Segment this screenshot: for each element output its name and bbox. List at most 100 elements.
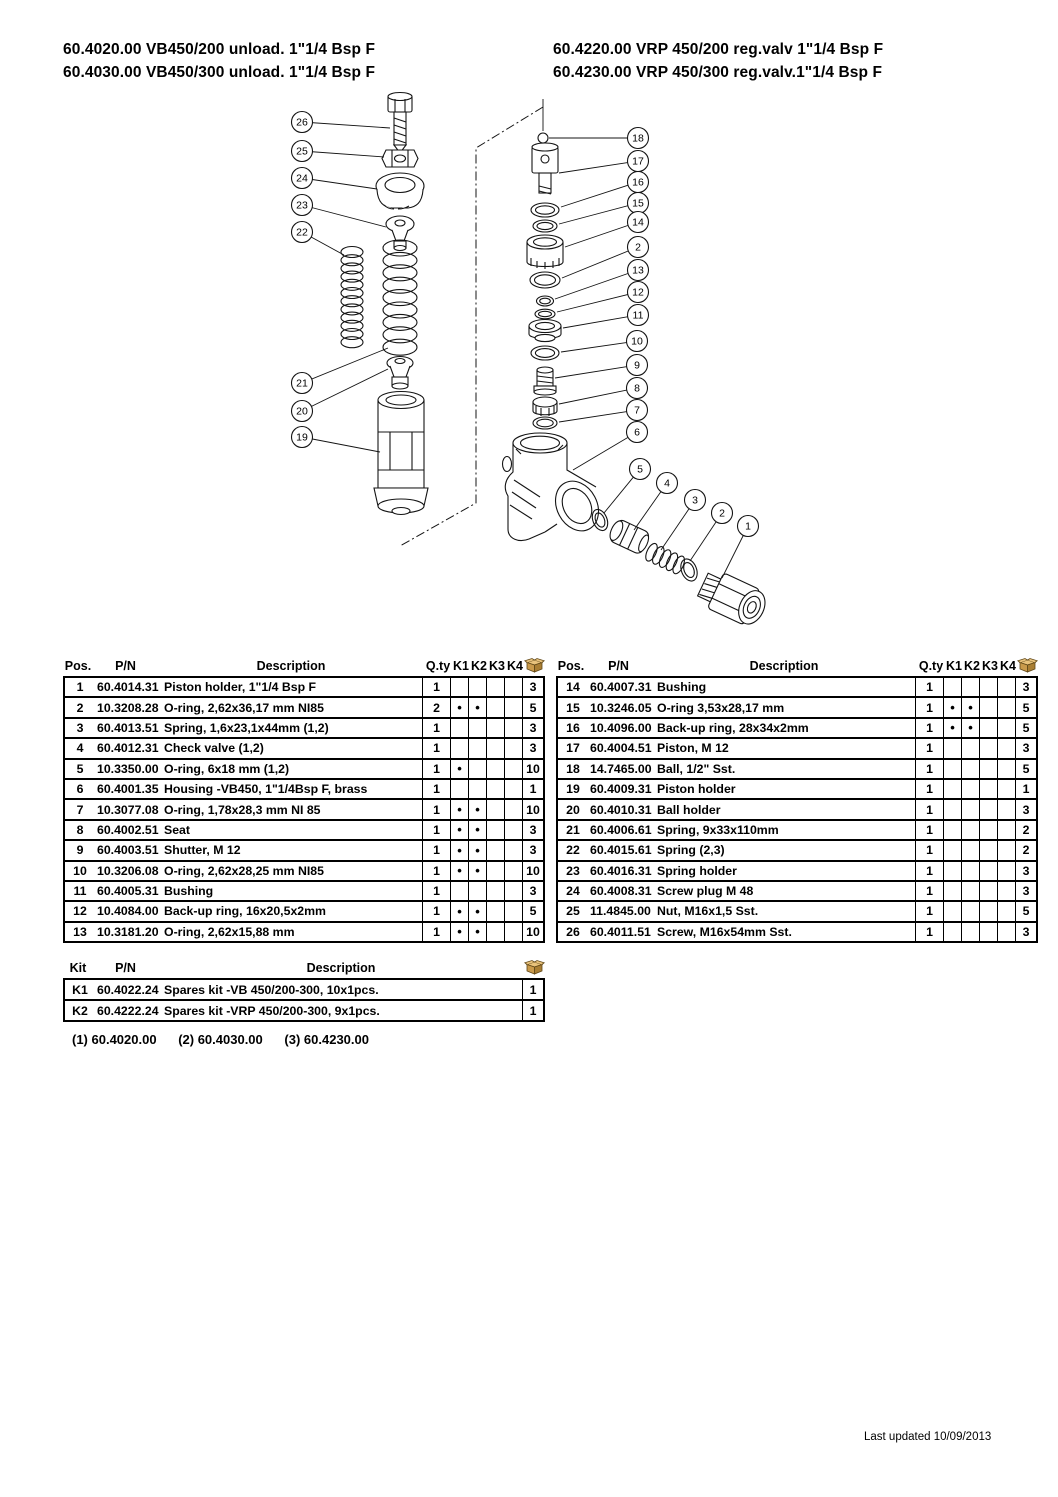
o-ring-7 <box>532 416 558 430</box>
k1-cell <box>943 739 961 758</box>
kit-cell: K2 <box>72 1003 88 1018</box>
k3-cell <box>979 718 997 738</box>
k2-cell <box>468 718 486 738</box>
k3-cell <box>486 841 504 860</box>
k3-cell <box>979 922 997 942</box>
qty-cell: 1 <box>422 881 450 901</box>
k4-cell <box>504 678 522 697</box>
k2-cell <box>961 922 979 942</box>
pn-cell: 10.3208.28 <box>97 700 159 715</box>
k1-cell <box>450 779 468 799</box>
pos-cell: 9 <box>76 843 84 858</box>
qty-cell: 1 <box>915 739 943 758</box>
col-header-pn: P/N <box>608 658 629 673</box>
pos-cell: 23 <box>566 863 580 878</box>
callout-leader-line <box>560 340 638 353</box>
spring-3 <box>645 542 685 575</box>
k2-cell <box>468 881 486 901</box>
o-ring-2 <box>529 271 561 289</box>
basket-qty-cell: 3 <box>1015 881 1036 901</box>
k3-cell <box>979 861 997 880</box>
basket-qty-cell: 5 <box>1015 759 1036 778</box>
k2-cell: • <box>468 800 486 819</box>
k3-cell <box>979 678 997 697</box>
k4-cell <box>504 800 522 819</box>
k1-cell <box>450 739 468 758</box>
callout-number: 24 <box>296 173 308 185</box>
o-ring-16 <box>530 202 560 218</box>
parts-table-header: Pos. P/N Description Q.ty K1 K2 K3 K4 <box>556 655 1038 676</box>
callout-circle-5 <box>628 457 652 481</box>
screw-plug-part <box>375 172 425 210</box>
pn-cell: 10.3077.08 <box>97 802 159 817</box>
callout-number: 6 <box>634 427 640 439</box>
callout-number: 21 <box>296 378 308 390</box>
k2-cell <box>961 881 979 901</box>
desc-cell: Piston holder, 1"1/4 Bsp F <box>164 680 317 695</box>
k1-cell <box>943 779 961 799</box>
k1-cell <box>450 718 468 738</box>
qty-cell: 1 <box>422 678 450 697</box>
pn-cell: 10.4084.00 <box>97 904 159 919</box>
inlet-fitting-part <box>696 572 766 625</box>
pn-cell: 60.4003.51 <box>97 843 159 858</box>
bushing-14 <box>526 234 564 269</box>
k2-cell: • <box>468 902 486 921</box>
page-title: 60.4030.00 VB450/300 unload. 1"1/4 Bsp F <box>63 64 376 81</box>
desc-cell: Piston holder <box>657 782 736 797</box>
callout-circle-13 <box>626 258 650 282</box>
k2-cell: • <box>961 698 979 717</box>
col-header-k1: K1 <box>453 658 469 673</box>
callout-circle-15 <box>626 191 650 215</box>
callout-leader-line <box>721 525 749 579</box>
pn-cell: 60.4016.31 <box>590 863 652 878</box>
callout-number: 17 <box>632 156 644 168</box>
k2-cell <box>961 820 979 840</box>
callout-leader-line <box>301 347 389 384</box>
desc-cell: Spring holder <box>657 863 737 878</box>
basket-qty-cell: 10 <box>522 861 543 880</box>
pn-cell: 60.4222.24 <box>97 1003 159 1018</box>
callout-number: 15 <box>632 198 644 210</box>
desc-cell: Screw plug M 48 <box>657 884 754 899</box>
pos-cell: 22 <box>566 843 580 858</box>
k1-cell: • <box>450 820 468 840</box>
qty-cell: 1 <box>915 759 943 778</box>
col-header-desc: Description <box>306 960 376 975</box>
callout-leader-line <box>558 202 639 225</box>
k4-cell <box>997 800 1015 819</box>
basket-qty-cell: 5 <box>1015 902 1036 921</box>
k2-cell <box>961 902 979 921</box>
shutter-part <box>533 366 557 396</box>
desc-cell: Bushing <box>164 884 214 899</box>
qty-cell: 1 <box>915 718 943 738</box>
k1-cell <box>943 759 961 778</box>
k3-cell <box>979 841 997 860</box>
footnote: (1) 60.4020.00 (2) 60.4030.00 (3) 60.423… <box>72 1032 387 1047</box>
k2-cell <box>468 739 486 758</box>
spares-box-icon-cell <box>1017 657 1038 673</box>
k4-cell <box>997 881 1015 901</box>
pos-cell: 26 <box>566 924 580 939</box>
callout-circle-25 <box>290 139 314 163</box>
k4-cell <box>997 739 1015 758</box>
qty-cell: 1 <box>915 779 943 799</box>
pn-cell: 11.4845.00 <box>590 904 651 919</box>
col-header-k4: K4 <box>507 658 523 673</box>
k4-cell <box>997 820 1015 840</box>
qty-cell: 1 <box>422 902 450 921</box>
screw-part <box>387 91 413 154</box>
callout-number: 23 <box>296 200 308 212</box>
basket-qty-cell: 3 <box>522 881 543 901</box>
basket-qty-cell: 3 <box>522 718 543 738</box>
ball-part <box>537 132 549 144</box>
callout-leader-line <box>561 246 639 279</box>
k3-cell <box>979 698 997 717</box>
pos-cell: 8 <box>76 822 84 837</box>
